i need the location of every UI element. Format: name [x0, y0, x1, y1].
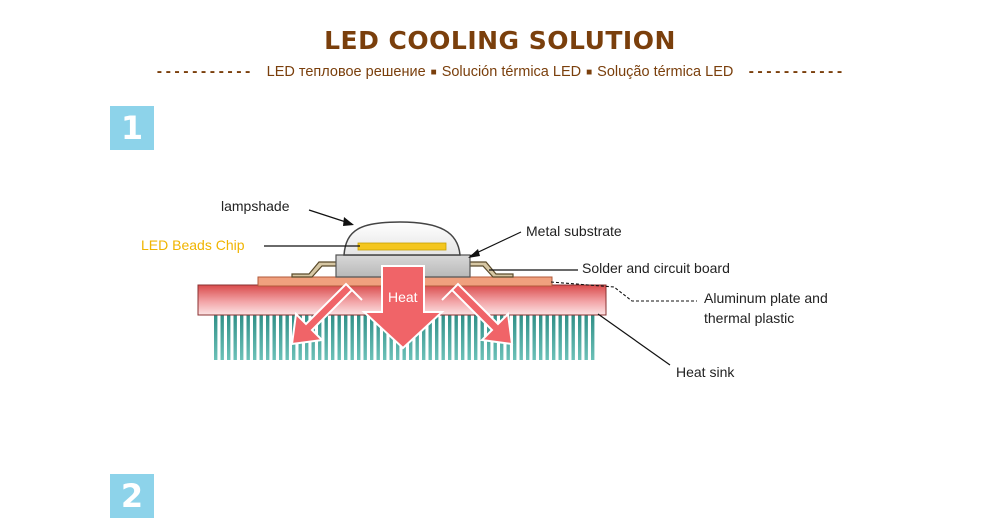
- heat-sink-fin: [227, 314, 231, 360]
- heat-sink-fin: [467, 314, 471, 360]
- heat-sink-fin: [253, 314, 257, 360]
- heat-sink-fin: [480, 314, 484, 360]
- subtitle-portuguese: Solução térmica LED: [597, 64, 734, 80]
- step-badge-2: 2: [110, 474, 154, 518]
- led-chip: [357, 242, 447, 251]
- heat-sink-fin: [259, 314, 263, 360]
- heat-sink-fin: [246, 314, 250, 360]
- heat-sink-fin: [591, 314, 595, 360]
- heat-sink-fin: [357, 314, 361, 360]
- heat-sink-fin: [279, 314, 283, 360]
- step-badge-1: 1: [110, 106, 154, 150]
- led-beads-chip-label: LED Beads Chip: [141, 237, 245, 253]
- heat-sink-fin: [272, 314, 276, 360]
- heat-sink-fin: [240, 314, 244, 360]
- heat-sink-fin: [461, 314, 465, 360]
- heat-sink-fin: [454, 314, 458, 360]
- heat-sink-fin: [532, 314, 536, 360]
- heat-sink-leader: [597, 313, 671, 366]
- metal-substrate-label: Metal substrate: [526, 223, 622, 239]
- left-lead: [291, 261, 339, 278]
- heat-sink-fin: [422, 314, 426, 360]
- aluminum-leader: [550, 281, 697, 302]
- metal-substrate-arrowhead: [468, 249, 480, 258]
- heat-sink-fin: [428, 314, 432, 360]
- heat-sink-fin: [584, 314, 588, 360]
- heat-arrow-left: [290, 282, 363, 346]
- aluminum-label-line1: Aluminum plate and: [704, 290, 828, 306]
- heat-sink-fin: [285, 314, 289, 360]
- heat-sink-fin: [435, 314, 439, 360]
- heat-sink-fin: [441, 314, 445, 360]
- subtitle-row: ----------- LED тепловое решение ■ Soluc…: [0, 64, 1000, 80]
- heat-sink-fin: [474, 314, 478, 360]
- heat-sink-fin: [558, 314, 562, 360]
- heat-label: Heat: [388, 289, 418, 305]
- dash-divider-left: -----------: [155, 64, 253, 80]
- heat-sink-fin: [539, 314, 543, 360]
- heat-sink-fin: [214, 314, 218, 360]
- heat-arrow-down: [361, 265, 445, 350]
- heat-sink-fin: [337, 314, 341, 360]
- heat-sink-label: Heat sink: [676, 364, 735, 380]
- heat-arrow-right: [441, 282, 514, 346]
- heat-sink-fin: [513, 314, 517, 360]
- heat-sink-fin: [266, 314, 270, 360]
- heat-sink-fin: [376, 314, 380, 360]
- heat-sink-fin: [519, 314, 523, 360]
- subtitle-spanish: Solución térmica LED: [441, 64, 582, 80]
- heat-sink-fin: [324, 314, 328, 360]
- heat-sink-fin: [415, 314, 419, 360]
- bullet-separator: ■: [586, 66, 593, 78]
- subtitle-russian: LED тепловое решение: [266, 64, 426, 80]
- heat-sink-fin: [350, 314, 354, 360]
- heat-sink-fin: [383, 314, 387, 360]
- heat-sink-fin: [526, 314, 530, 360]
- heat-sink-fin: [220, 314, 224, 360]
- aluminum-label-line2: thermal plastic: [704, 310, 794, 326]
- heat-sink-fin: [578, 314, 582, 360]
- heat-sink-fin: [331, 314, 335, 360]
- page-title: LED COOLING SOLUTION: [324, 26, 676, 55]
- heat-sink-fin: [363, 314, 367, 360]
- heat-sink-fin: [571, 314, 575, 360]
- heat-sink-fin: [233, 314, 237, 360]
- bullet-separator: ■: [430, 66, 437, 78]
- heat-sink-fin: [552, 314, 556, 360]
- lampshade-label: lampshade: [221, 198, 290, 214]
- dash-divider-right: -----------: [747, 64, 845, 80]
- lampshade-arrowhead: [343, 217, 354, 226]
- heat-sink-fin: [448, 314, 452, 360]
- solder-label: Solder and circuit board: [582, 260, 730, 276]
- heat-sink-fin: [545, 314, 549, 360]
- heat-sink-fin: [344, 314, 348, 360]
- heat-sink-fin: [370, 314, 374, 360]
- heat-sink-fin: [565, 314, 569, 360]
